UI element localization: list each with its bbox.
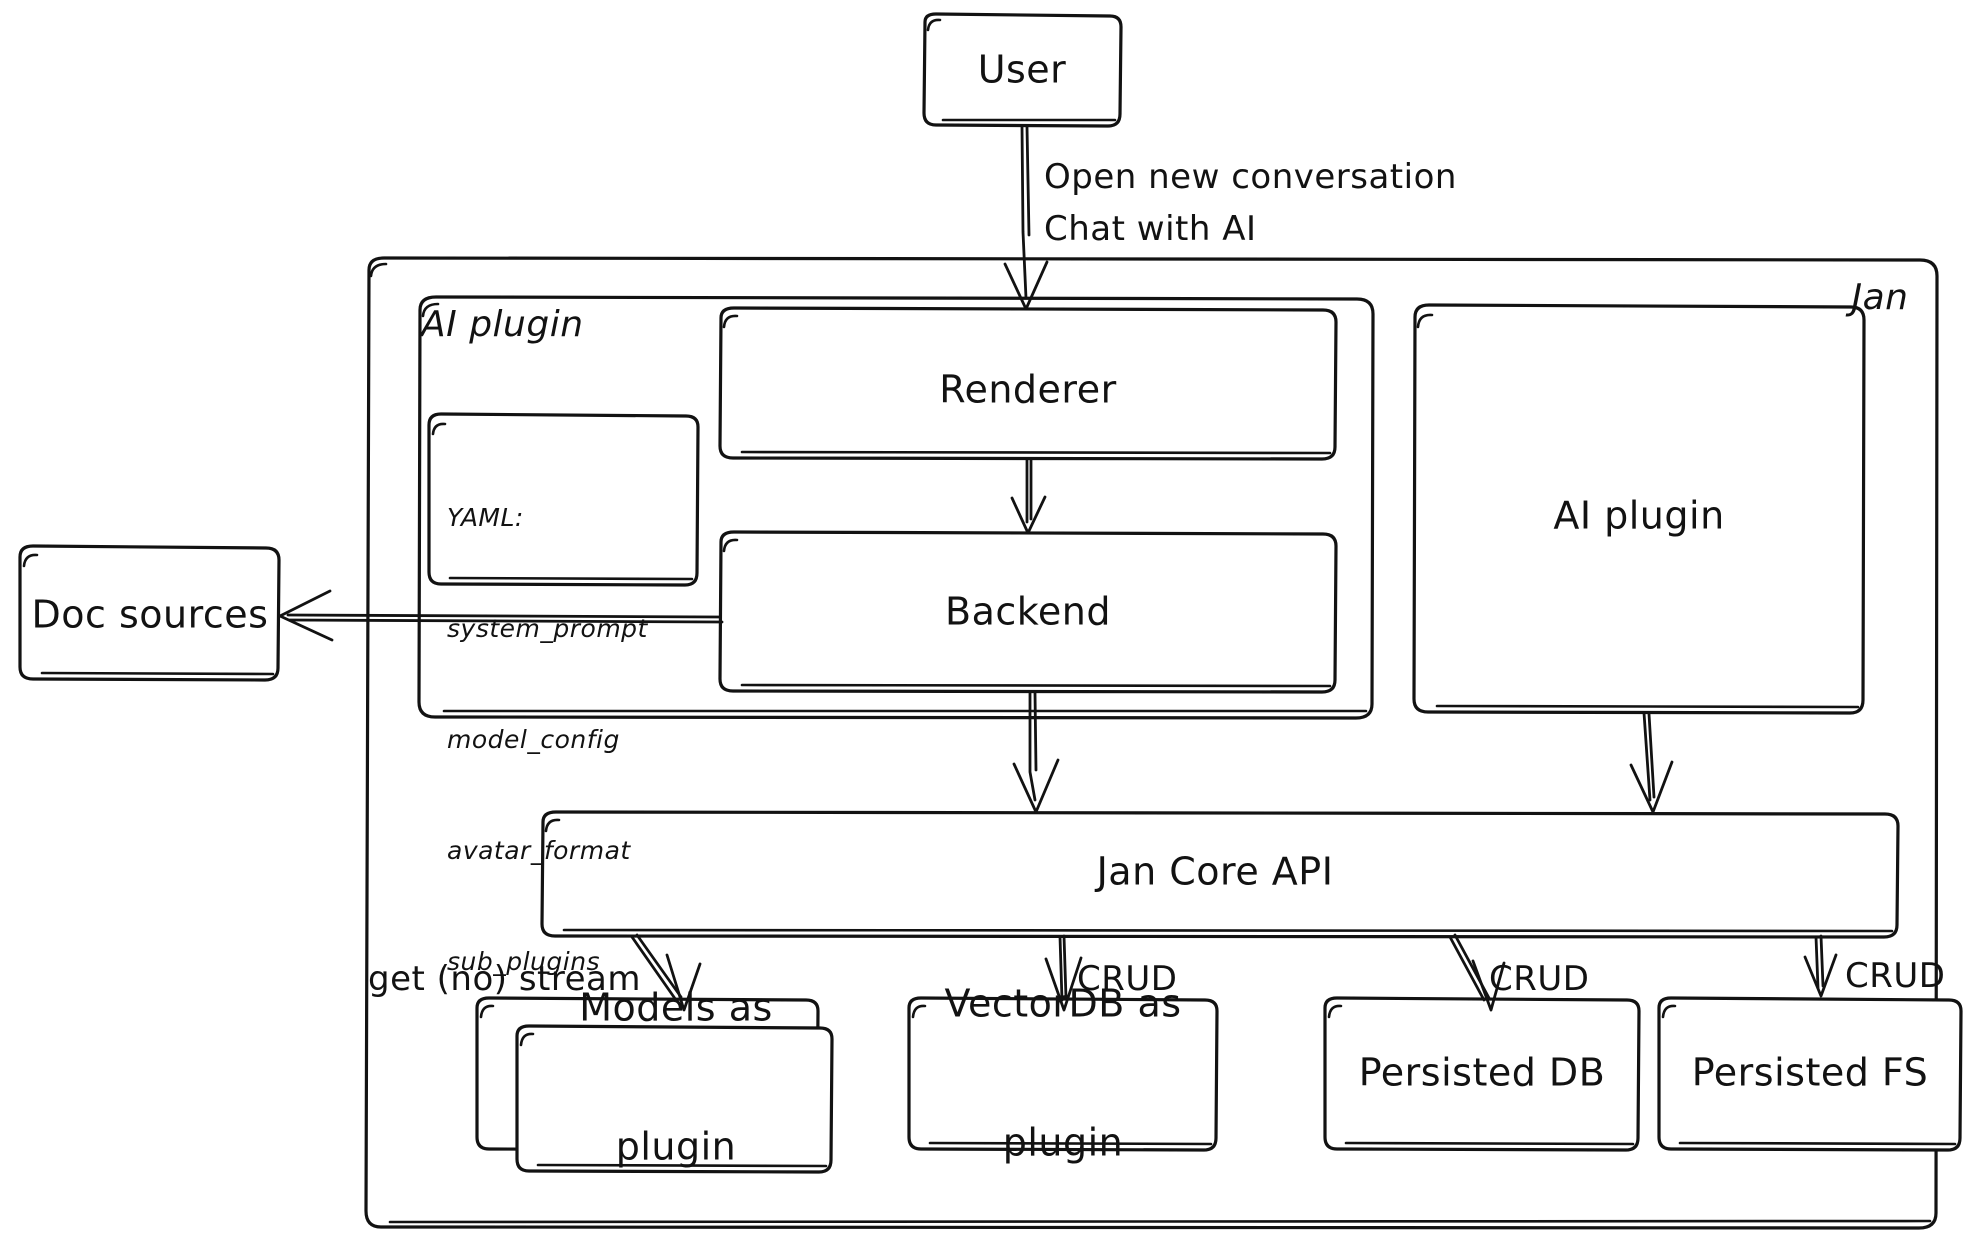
node-backend-outline	[718, 530, 1338, 694]
edge-core-to-persisted-db-label: CRUD	[1489, 959, 1590, 999]
edge-backend-to-doc-sources	[278, 589, 724, 642]
container-jan-label: Jan	[1851, 277, 1909, 318]
edge-core-to-persisted-fs	[1803, 934, 1838, 998]
yaml-note-key-sub-plugins: sub_plugins	[447, 947, 601, 976]
node-ai-plugin-outline	[1412, 303, 1866, 715]
edge-core-to-models	[630, 933, 702, 1012]
node-backend-label: Backend	[945, 589, 1111, 634]
node-vectordb-as-plugin-line2: plugin	[1002, 1120, 1124, 1165]
edge-core-to-vectordb	[1044, 934, 1083, 1012]
node-models-as-plugin-label: Models as plugin	[579, 892, 773, 1246]
node-persisted-fs-outline	[1657, 996, 1963, 1152]
node-models-as-plugin-line2: plugin	[615, 1124, 737, 1169]
yaml-note-heading: YAML:	[447, 503, 524, 532]
node-persisted-db-label: Persisted DB	[1358, 1050, 1606, 1095]
node-user-outline	[922, 12, 1123, 128]
node-models-as-plugin-outline	[475, 996, 834, 1174]
edge-core-to-vectordb-label: CRUD	[1077, 959, 1178, 999]
node-doc-sources-label: Doc sources	[31, 592, 269, 637]
yaml-note-key-avatar-format: avatar_format	[447, 836, 631, 865]
node-doc-sources-outline	[18, 544, 281, 682]
node-vectordb-as-plugin-line1: VectorDB as	[944, 981, 1182, 1026]
node-yaml-note: YAML: system_prompt model_config avatar_…	[447, 425, 648, 1054]
node-renderer-outline	[718, 306, 1338, 461]
node-jan-core-api-label: Jan Core API	[1096, 849, 1334, 894]
edge-ai-plugin-to-core	[1629, 711, 1674, 814]
edge-user-to-renderer	[1003, 124, 1049, 311]
node-jan-core-api-outline	[540, 810, 1900, 939]
node-persisted-db-outline	[1323, 996, 1641, 1152]
node-vectordb-as-plugin-label: VectorDB as plugin	[944, 888, 1181, 1246]
node-renderer-label: Renderer	[939, 367, 1117, 412]
edge-user-to-renderer-label-line1: Open new conversation	[1044, 157, 1457, 197]
node-ai-plugin-label: AI plugin	[1553, 493, 1725, 538]
node-persisted-fs-label: Persisted FS	[1691, 1050, 1929, 1095]
container-ai-plugin-group-label: AI plugin	[421, 304, 584, 345]
edge-core-to-persisted-fs-label: CRUD	[1845, 956, 1946, 996]
edge-core-to-persisted-db	[1448, 933, 1506, 1012]
edge-core-to-models-label: get (no) stream	[368, 959, 641, 999]
yaml-note-key-model-config: model_config	[447, 725, 620, 754]
node-user-label: User	[977, 47, 1067, 92]
yaml-note-key-system-prompt: system_prompt	[447, 614, 648, 643]
node-yaml-note-outline	[427, 412, 700, 587]
node-models-as-plugin-line1: Models as	[579, 985, 773, 1030]
edge-backend-to-core	[1012, 690, 1060, 814]
edge-user-to-renderer-label-line2: Chat with AI	[1044, 209, 1257, 249]
edge-renderer-to-backend	[1010, 457, 1047, 535]
node-vectordb-as-plugin-outline	[907, 996, 1219, 1152]
